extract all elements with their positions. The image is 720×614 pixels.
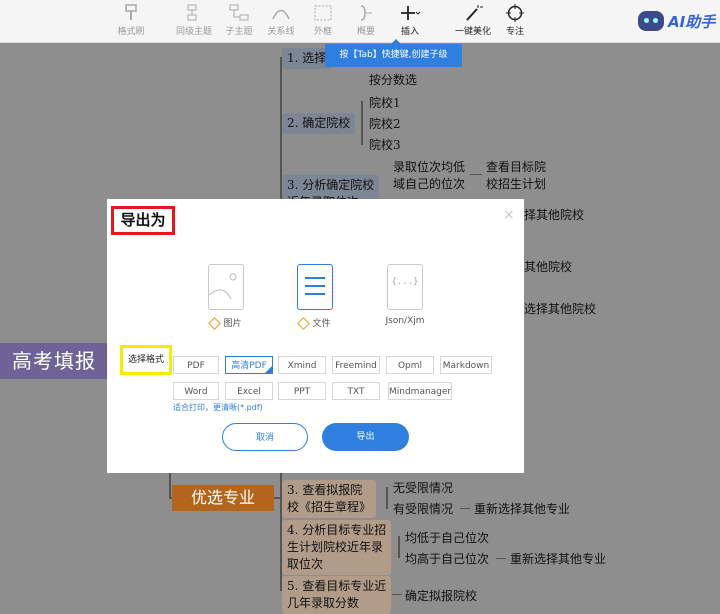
brush-icon <box>125 4 137 20</box>
premium-gem-icon <box>297 317 311 330</box>
format-excel-button[interactable]: Excel <box>225 382 273 400</box>
reselect-major-node-2[interactable]: 重新选择其他专业 <box>510 552 607 566</box>
robot-icon <box>638 11 664 31</box>
format-brush-label: 格式刷 <box>117 27 145 37</box>
checkmark-icon <box>264 365 273 374</box>
child-topic-icon <box>229 4 249 21</box>
close-icon[interactable]: × <box>503 207 515 223</box>
image-file-icon <box>208 264 244 310</box>
school1-node[interactable]: 院校1 <box>369 96 401 110</box>
format-opml-button[interactable]: Opml <box>386 356 434 374</box>
format-ppt-button[interactable]: PPT <box>278 382 326 400</box>
focus-label: 专注 <box>505 27 524 37</box>
sibling-topic-icon <box>187 4 197 21</box>
format-txt-button[interactable]: TXT <box>332 382 380 400</box>
no-limit-node[interactable]: 无受限情况 <box>393 481 454 495</box>
focus-button[interactable]: 专注 <box>502 4 528 37</box>
summary-icon <box>360 5 372 21</box>
target-icon <box>506 4 524 22</box>
cancel-button[interactable]: 取消 <box>222 423 308 451</box>
beautify-button[interactable]: 一键美化 <box>454 4 492 37</box>
relation-line-icon <box>272 9 290 20</box>
format-brush-button[interactable]: 格式刷 <box>116 4 146 37</box>
reselect-node-1[interactable]: 择其他院校 <box>524 208 585 222</box>
frame-icon <box>314 5 332 21</box>
higher-rank-node[interactable]: 均高于自己位次 <box>405 552 490 566</box>
export-dialog: 导出为 × 图片 文件 {...} Json/Xjm 选择格式 PDF 高清PD… <box>107 199 524 473</box>
beautify-label: 一键美化 <box>454 27 491 37</box>
has-limit-node[interactable]: 有受限情况 <box>393 502 454 516</box>
major-step3-node[interactable]: 3. 查看拟报院校《招生章程》 <box>282 480 377 518</box>
document-file-icon <box>297 264 333 310</box>
sibling-topic-label: 同级主题 <box>175 27 212 37</box>
export-type-json-label: Json/Xjm <box>385 316 425 326</box>
export-type-image-label: 图片 <box>223 319 242 329</box>
insert-button[interactable]: 插入 <box>395 4 425 37</box>
confirm-school-node[interactable]: 确定拟报院校 <box>405 589 478 603</box>
school2-node[interactable]: 院校2 <box>369 117 401 131</box>
export-type-file[interactable]: 文件 <box>285 264 345 330</box>
select-format-label: 选择格式 <box>120 345 172 375</box>
major-step5-node[interactable]: 5. 查看目标专业近几年录取分数 <box>282 576 392 614</box>
premium-gem-icon <box>208 317 222 330</box>
reselect-node-3[interactable]: 选择其他院校 <box>524 302 597 316</box>
reselect-node-2[interactable]: 其他院校 <box>524 260 573 274</box>
relation-line-label: 关系线 <box>267 27 295 37</box>
ai-assistant-button[interactable]: AI助手 <box>638 9 715 33</box>
lower-rank-node[interactable]: 均低于自己位次 <box>405 531 490 545</box>
format-mindmanager-button[interactable]: Mindmanager <box>388 382 452 400</box>
summary-button[interactable]: 概要 <box>352 4 380 37</box>
by-score-node[interactable]: 按分数选 <box>369 73 418 87</box>
format-hd-pdf-button[interactable]: 高清PDF <box>225 356 273 374</box>
outline-frame-button[interactable]: 外框 <box>309 4 337 37</box>
root-node[interactable]: 高考填报 <box>0 343 108 379</box>
summary-label: 概要 <box>356 27 375 37</box>
magic-wand-icon <box>466 5 483 21</box>
outline-frame-label: 外框 <box>313 27 332 37</box>
major-step4-node[interactable]: 4. 分析目标专业招生计划院校近年录取位次 <box>282 520 392 575</box>
rank-node-line1[interactable]: 录取位次均低 <box>393 160 466 174</box>
format-word-button[interactable]: Word <box>173 382 219 400</box>
format-hint: 适合打印，更清晰(*.pdf) <box>173 403 263 412</box>
format-pdf-button[interactable]: PDF <box>173 356 219 374</box>
json-file-icon: {...} <box>387 264 423 310</box>
export-type-file-label: 文件 <box>312 319 331 329</box>
check-plan-node-line2[interactable]: 校招生计划 <box>486 177 547 191</box>
plus-icon <box>401 6 421 20</box>
check-plan-node-line1[interactable]: 查看目标院 <box>486 160 547 174</box>
child-topic-button[interactable]: 子主题 <box>224 4 254 37</box>
format-xmind-button[interactable]: Xmind <box>278 356 326 374</box>
format-freemind-button[interactable]: Freemind <box>332 356 380 374</box>
step1-node[interactable]: 1. 选择 <box>282 48 332 69</box>
rank-node-line2[interactable]: 域自己的位次 <box>393 177 466 191</box>
reselect-major-node[interactable]: 重新选择其他专业 <box>474 502 571 516</box>
sibling-topic-button[interactable]: 同级主题 <box>175 4 213 37</box>
tab-shortcut-tooltip: 按【Tab】快捷键,创建子级 <box>325 39 462 67</box>
major-node[interactable]: 优选专业 <box>172 485 274 511</box>
export-type-json[interactable]: {...} Json/Xjm <box>375 264 435 326</box>
relation-line-button[interactable]: 关系线 <box>266 4 296 37</box>
dialog-title: 导出为 <box>111 206 175 235</box>
school3-node[interactable]: 院校3 <box>369 138 401 152</box>
format-markdown-button[interactable]: Markdown <box>440 356 492 374</box>
step2-node[interactable]: 2. 确定院校 <box>282 113 356 134</box>
export-button[interactable]: 导出 <box>322 423 409 451</box>
child-topic-label: 子主题 <box>225 27 253 37</box>
toolbar: 格式刷 同级主题 子主题 关系线 外框 概要 插入 一键美化 专注 AI助手 <box>0 0 720 43</box>
ai-assistant-label: AI助手 <box>668 12 716 31</box>
export-type-image[interactable]: 图片 <box>196 264 256 330</box>
insert-label: 插入 <box>400 27 419 37</box>
